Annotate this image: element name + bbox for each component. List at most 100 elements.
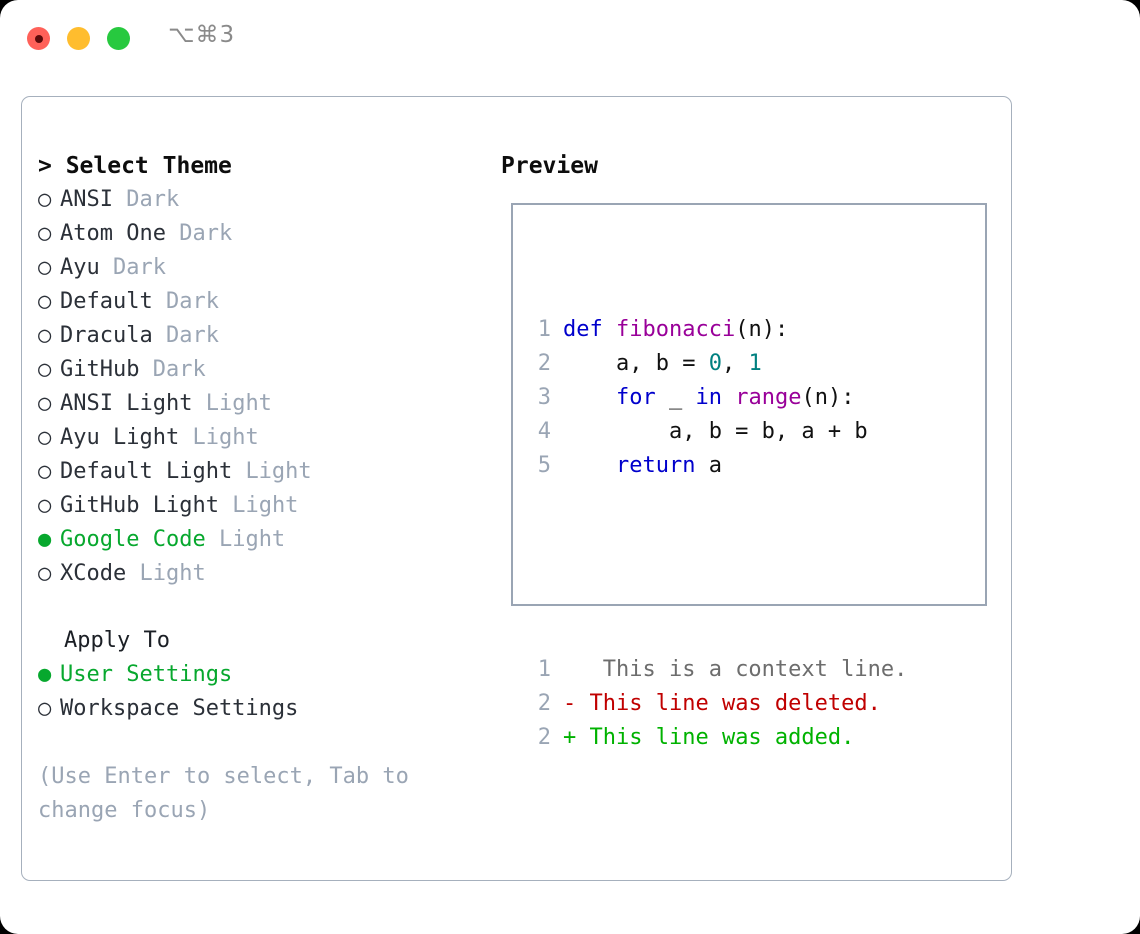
theme-variant-label: Light (218, 527, 286, 552)
radio-unselected-icon: ○ (38, 459, 52, 484)
code-token: a, b = b, a + b (563, 419, 868, 444)
theme-name: Ayu Light (60, 425, 180, 450)
spacer (192, 391, 205, 416)
radio-selected-icon: ● (38, 662, 52, 687)
maximize-window-button[interactable] (107, 27, 130, 50)
theme-variant-label: Dark (165, 289, 219, 314)
code-token: _ (655, 385, 696, 410)
theme-variant-label: Dark (179, 221, 233, 246)
spacer (206, 527, 219, 552)
code-token: a (695, 453, 722, 478)
keyboard-shortcut-hint: ⌥⌘3 (168, 22, 236, 48)
diff-line-context: 1 This is a context line. (525, 653, 908, 687)
theme-name: Dracula (60, 323, 153, 348)
radio-unselected-icon: ○ (38, 221, 52, 246)
code-token (722, 385, 735, 410)
line-number: 2 (537, 691, 551, 716)
radio-unselected-icon: ○ (38, 357, 52, 382)
code-spacer (525, 551, 907, 585)
radio-unselected-icon: ○ (38, 561, 52, 586)
apply-to-label: Workspace Settings (60, 696, 299, 721)
theme-option-ansi[interactable]: ○ ANSI Dark (38, 183, 488, 217)
theme-variant-label: Light (232, 493, 299, 518)
theme-option-ansi-light[interactable]: ○ANSI Light Light (38, 387, 488, 421)
diff-sample: 1 This is a context line.2- This line wa… (525, 653, 908, 755)
diff-line-deleted: 2- This line was deleted. (525, 687, 907, 721)
spacer (219, 493, 232, 518)
apply-to-section: Apply To ●User Settings ○ Workspace Settin… (38, 624, 488, 726)
radio-unselected-icon: ○ (38, 493, 52, 518)
code-token: fibonacci (615, 317, 736, 342)
code-token: 1 (748, 351, 762, 376)
line-number: 5 (537, 453, 551, 478)
theme-option-github-light[interactable]: ○GitHub Light Light (38, 489, 488, 523)
radio-unselected-icon: ○ (38, 391, 52, 416)
theme-option-default[interactable]: ○ Default Dark (38, 285, 488, 319)
line-number: 4 (537, 419, 551, 444)
diff-marker: - (563, 691, 577, 716)
radio-unselected-icon: ○ (38, 289, 52, 314)
theme-variant-label: Light (205, 391, 272, 416)
spacer (179, 425, 192, 450)
theme-variant-label: Light (192, 425, 259, 450)
theme-selector-column: > Select Theme ○ANSI Dark○Atom One Dark○… (38, 149, 488, 591)
theme-option-atom-one[interactable]: ○ Atom One Dark (38, 217, 488, 251)
apply-to-list: ●User Settings ○ Workspace Settings (38, 658, 488, 726)
theme-option-xcode[interactable]: ○XCode Light (38, 557, 488, 591)
code-token: for (615, 385, 656, 410)
theme-option-default-light[interactable]: ○Default Light Light (38, 455, 488, 489)
theme-option-ayu[interactable]: ○Ayu Dark (38, 251, 488, 285)
code-token: return (615, 453, 696, 478)
code-token: 0 (708, 351, 722, 376)
apply-to-header: Apply To (64, 628, 170, 653)
spacer (153, 323, 166, 348)
radio-unselected-icon: ○ (38, 187, 52, 212)
spacer (166, 221, 179, 246)
recording-indicator-dot (35, 35, 43, 43)
theme-name: Ayu (60, 255, 100, 280)
code-line: 4 a, b = b, a + b (525, 415, 907, 449)
theme-name: Atom One (60, 221, 166, 246)
diff-text: This line was deleted. (576, 691, 881, 716)
line-number: 2 (537, 725, 551, 750)
diff-marker (563, 657, 576, 682)
select-theme-header: > Select Theme (38, 153, 232, 179)
radio-unselected-icon: ○ (38, 696, 52, 721)
theme-name: Google Code (60, 527, 206, 552)
theme-option-ayu-light[interactable]: ○Ayu Light Light (38, 421, 488, 455)
radio-selected-icon: ● (38, 527, 52, 552)
spacer (100, 255, 113, 280)
minimize-window-button[interactable] (67, 27, 90, 50)
spacer (126, 561, 139, 586)
apply-to-option-workspace-settings[interactable]: ○ Workspace Settings (38, 692, 488, 726)
theme-name: ANSI (60, 187, 113, 212)
title-bar: ⌥⌘3 (0, 0, 1140, 78)
code-token: (n): (801, 385, 855, 410)
diff-text: This line was added. (576, 725, 855, 750)
spacer (153, 289, 166, 314)
theme-variant-label: Light (245, 459, 312, 484)
code-token (563, 453, 616, 478)
code-line: 2 a, b = 0, 1 (525, 347, 907, 381)
code-line: 5 return a (525, 449, 907, 483)
theme-option-github[interactable]: ○GitHub Dark (38, 353, 488, 387)
theme-option-google-code[interactable]: ● Google Code Light (38, 523, 488, 557)
code-token (563, 385, 616, 410)
theme-name: GitHub (60, 357, 140, 382)
theme-name: Default (60, 289, 153, 314)
theme-variant-label: Dark (126, 187, 180, 212)
help-text: (Use Enter to select, Tab to change focu… (38, 764, 409, 823)
spacer (139, 357, 152, 382)
theme-option-dracula[interactable]: ○Dracula Dark (38, 319, 488, 353)
content-panel: > Select Theme ○ANSI Dark○Atom One Dark○… (21, 96, 1012, 881)
line-number: 2 (537, 351, 551, 376)
code-token: a, b = (563, 351, 709, 376)
apply-to-option-user-settings[interactable]: ●User Settings (38, 658, 488, 692)
theme-variant-label: Dark (165, 323, 219, 348)
